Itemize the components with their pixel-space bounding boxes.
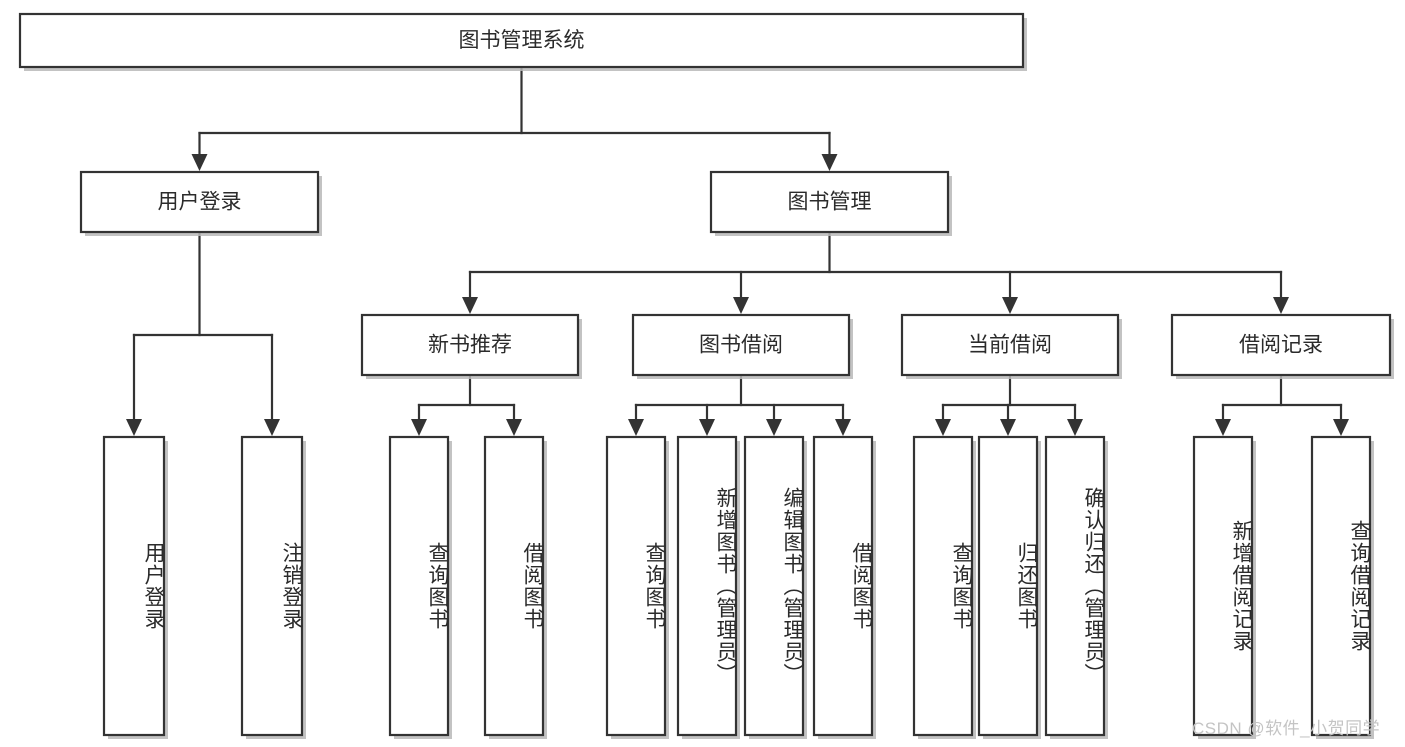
node-box-new-book-rec[interactable] [360, 313, 580, 377]
arrow-head-leaf-return-book [1000, 419, 1016, 436]
node-label-user-login: 用户登录 [158, 191, 242, 214]
node-box-leaf-user-logout[interactable] [240, 435, 304, 737]
arrow-head-leaf-query-book [628, 419, 644, 436]
node-box-leaf-query-book-rec[interactable] [388, 435, 450, 737]
node-box-root[interactable] [18, 12, 1025, 69]
connector-layer [126, 65, 1349, 436]
node-box-leaf-confirm-return[interactable] [1044, 435, 1106, 737]
node-box-leaf-borrow-book-rec[interactable] [483, 435, 545, 737]
arrow-head-new-book-rec [462, 297, 478, 314]
node-box-leaf-query-record[interactable] [1310, 435, 1372, 737]
node-box-book-manage[interactable] [709, 170, 950, 234]
arrow-head-leaf-confirm-return [1067, 419, 1083, 436]
node-box-leaf-edit-book[interactable] [743, 435, 805, 737]
node-label-new-book-rec: 新书推荐 [428, 334, 512, 357]
node-label-book-manage: 图书管理 [788, 191, 872, 214]
node-box-user-login[interactable] [79, 170, 320, 234]
arrow-head-borrow-record [1273, 297, 1289, 314]
arrow-head-current-borrow [1002, 297, 1018, 314]
arrow-head-book-manage [821, 154, 838, 171]
node-box-leaf-query-book[interactable] [605, 435, 667, 737]
node-box-leaf-add-record[interactable] [1192, 435, 1254, 737]
arrow-head-leaf-user-login [126, 419, 142, 436]
arrow-head-leaf-query-book-rec [411, 419, 427, 436]
arrow-head-leaf-user-logout [264, 419, 280, 436]
node-label-current-borrow: 当前借阅 [968, 334, 1052, 357]
arrow-head-leaf-borrow-book-rec [506, 419, 522, 436]
arrow-head-leaf-add-book [699, 419, 715, 436]
node-box-layer [18, 12, 1394, 739]
node-label-borrow-record: 借阅记录 [1239, 334, 1323, 357]
arrow-head-user-login [191, 154, 208, 171]
node-box-borrow-record[interactable] [1170, 313, 1392, 377]
arrow-head-leaf-edit-book [766, 419, 782, 436]
node-label-book-borrow: 图书借阅 [699, 334, 783, 357]
node-label-root: 图书管理系统 [459, 29, 585, 52]
arrow-head-leaf-query-book-cur [935, 419, 951, 436]
arrow-head-leaf-add-record [1215, 419, 1231, 436]
arrow-head-leaf-query-record [1333, 419, 1349, 436]
node-box-leaf-query-book-cur[interactable] [912, 435, 974, 737]
arrow-head-book-borrow [733, 297, 749, 314]
node-box-leaf-add-book[interactable] [676, 435, 738, 737]
node-box-current-borrow[interactable] [900, 313, 1120, 377]
node-box-leaf-user-login[interactable] [102, 435, 166, 737]
node-box-leaf-return-book[interactable] [977, 435, 1039, 737]
arrow-head-leaf-borrow-book [835, 419, 851, 436]
watermark-label: CSDN @软件_小贺同学 [1192, 719, 1381, 738]
node-box-book-borrow[interactable] [631, 313, 851, 377]
node-box-leaf-borrow-book[interactable] [812, 435, 874, 737]
